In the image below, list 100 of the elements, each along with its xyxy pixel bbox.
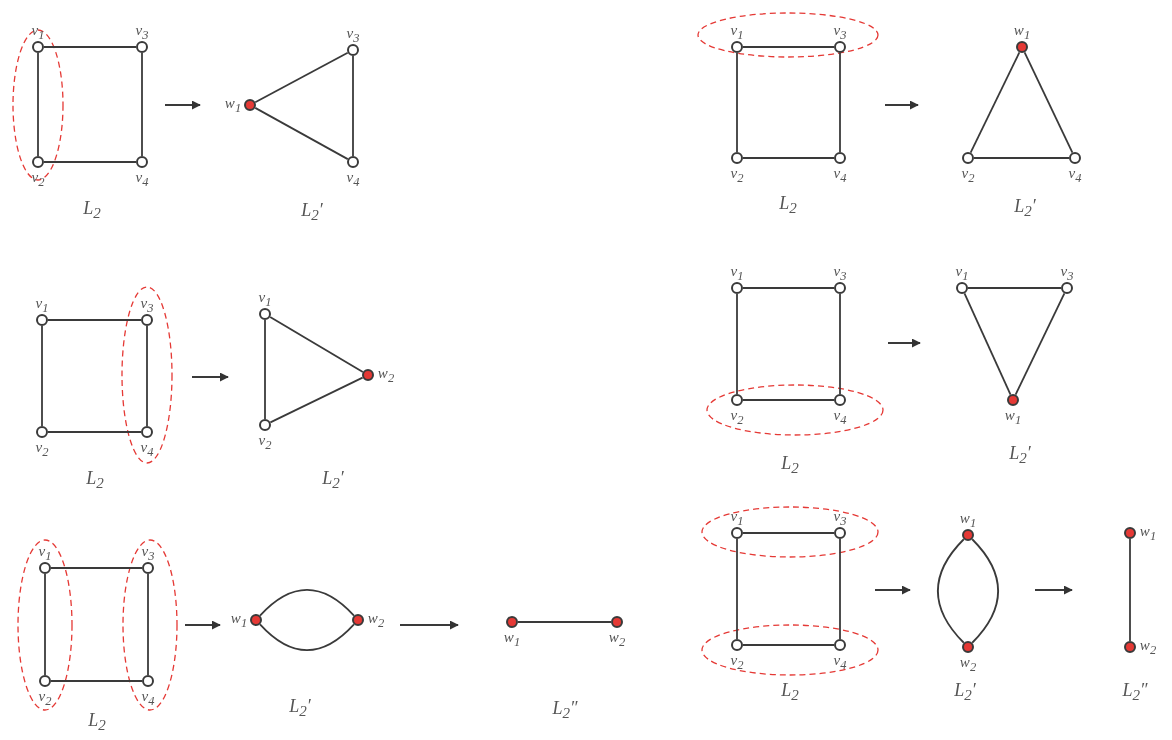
vertex-label: v$_{1}$ [258,288,272,310]
vertex-label: v$_{1}$ [730,262,744,284]
graph-vertex [731,282,743,294]
vertex-label: v$_{3}$ [833,507,847,529]
graph-edge [971,538,999,644]
graph-edge [44,573,46,676]
filled-vertex [962,529,974,541]
graph-edge [47,431,142,433]
vertex-label: w$_{2}$ [377,364,395,386]
graph-vertex [36,314,48,326]
graph-edge [742,532,835,534]
graph-vertex [141,426,153,438]
vertex-label: v$_{2}$ [258,431,272,453]
vertex-label: v$_{4}$ [833,406,847,428]
graph-edge [41,325,43,427]
arrow [1034,585,1073,595]
graph-edge [736,293,738,395]
graph-vertex [39,675,51,687]
graph-vertex [834,639,846,651]
vertex-label: v$_{4}$ [833,164,847,186]
graph-vertex [1069,152,1081,164]
graph-edge [141,52,143,157]
graph-edge [742,157,835,159]
vertex-label: v$_{2}$ [730,406,744,428]
filled-vertex [1007,394,1019,406]
graph-vertex [962,152,974,164]
graph-vertex [32,156,44,168]
graph-caption: L$_{2}$ [779,192,797,218]
arrow [884,100,919,110]
graph-vertex [731,41,743,53]
vertex-label: w$_{1}$ [959,509,977,531]
graph-edge [259,623,355,652]
graph-edge [742,399,835,401]
graph-edge [264,319,266,420]
arrow [184,620,221,630]
graph-edge [736,52,738,153]
graph-vertex [141,314,153,326]
vertex-label: v$_{1}$ [31,21,45,43]
filled-vertex [352,614,364,626]
graph-caption: L$_{2}$′ [1009,442,1031,468]
graph-vertex [36,426,48,438]
graph-edge [839,538,841,640]
vertex-label: v$_{4}$ [140,438,154,460]
filled-vertex [244,99,256,111]
vertex-label: v$_{2}$ [961,164,975,186]
graph-caption: L$_{2}$″ [1122,679,1148,705]
filled-vertex [1124,527,1136,539]
graph-edge [47,319,142,321]
graph-edge [147,573,149,676]
graph-edge [742,46,835,48]
graph-edge [1023,51,1074,154]
filled-vertex [611,616,623,628]
graph-edge [1014,292,1066,396]
graph-edge [43,46,137,48]
graph-vertex [32,41,44,53]
vertex-label: w$_{1}$ [230,609,248,631]
graph-vertex [1061,282,1073,294]
graph-edge [146,325,148,427]
vertex-label: v$_{1}$ [955,262,969,284]
vertex-label: v$_{3}$ [833,21,847,43]
vertex-label: w$_{1}$ [1004,406,1022,428]
vertex-label: v$_{1}$ [730,21,744,43]
graph-caption: L$_{2}$″ [552,697,578,723]
arrow [399,620,459,630]
graph-edge [839,52,841,153]
graph-caption: L$_{2}$ [83,197,101,223]
filled-vertex [1016,41,1028,53]
filled-vertex [362,369,374,381]
vertex-label: v$_{2}$ [730,164,744,186]
graph-vertex [731,527,743,539]
graph-vertex [347,44,359,56]
graph-edge [352,55,354,157]
filled-vertex [250,614,262,626]
graph-vertex [259,419,271,431]
graph-vertex [731,639,743,651]
graph-vertex [39,562,51,574]
graph-edge [43,161,137,163]
graph-vertex [731,394,743,406]
vertex-label: v$_{4}$ [141,687,155,709]
graph-caption: L$_{2}$′ [301,199,323,225]
arrow [874,585,911,595]
vertex-label: v$_{2}$ [730,651,744,673]
vertex-label: v$_{3}$ [141,542,155,564]
arrow [887,338,921,348]
vertex-label: v$_{1}$ [38,542,52,564]
graph-edge [969,51,1021,154]
graph-vertex [834,394,846,406]
graph-edge [742,644,835,646]
graph-edge [37,52,39,157]
vertex-label: v$_{3}$ [346,24,360,46]
graph-edge [736,538,738,640]
graph-caption: L$_{2}$′ [1014,195,1036,221]
graph-edge [937,538,965,644]
graph-edge [517,621,612,623]
graph-vertex [834,527,846,539]
graph-vertex [347,156,359,168]
graph-vertex [136,156,148,168]
graph-edge [50,680,143,682]
vertex-label: v$_{2}$ [38,687,52,709]
graph-vertex [731,152,743,164]
